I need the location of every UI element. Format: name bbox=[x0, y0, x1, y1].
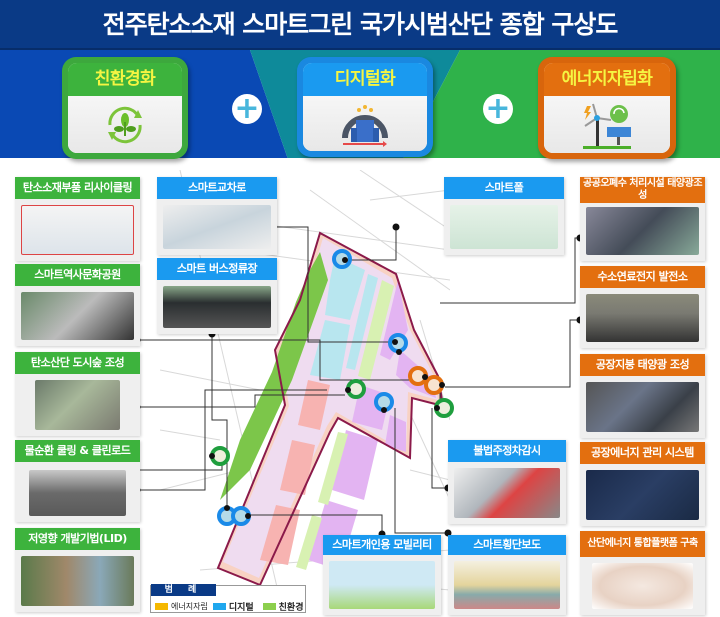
smart-pole-image bbox=[450, 205, 558, 249]
card-carbon-recycling[interactable]: 탄소소재부품 리사이클링 bbox=[15, 177, 140, 261]
card-wastewater-solar[interactable]: 공공오폐수 처리시설 태양광조성 bbox=[580, 177, 705, 261]
wind-solar-icon bbox=[544, 96, 670, 153]
plus-icon: + bbox=[232, 94, 262, 124]
card-factory-ems[interactable]: 공장에너지 관리 시스템 bbox=[580, 442, 705, 526]
roof-solar-photo bbox=[586, 382, 699, 432]
ems-dashboard-image bbox=[586, 470, 699, 520]
card-illegal-parking[interactable]: 불법주정차감시 bbox=[448, 440, 566, 524]
park-photo bbox=[21, 292, 134, 340]
card-factory-roof-solar[interactable]: 공장지붕 태양광 조성 bbox=[580, 354, 705, 438]
pillar-digital-label: 디지털화 bbox=[303, 63, 427, 96]
card-water-cooling-road[interactable]: 물순환 쿨링 & 클린로드 bbox=[15, 440, 140, 522]
legend: 범 례 에너지자립 디지털 친환경 bbox=[150, 584, 306, 613]
diagram-image bbox=[21, 205, 134, 255]
pillar-energy: 에너지자립화 bbox=[538, 57, 676, 159]
card-smart-history-park[interactable]: 스마트역사문화공원 bbox=[15, 264, 140, 346]
legend-title: 범 례 bbox=[151, 584, 216, 596]
card-hydrogen-fuel-cell[interactable]: 수소연료전지 발전소 bbox=[580, 266, 705, 348]
fuel-cell-photo bbox=[586, 294, 699, 342]
card-energy-platform[interactable]: 산단에너지 통합플랫폼 구축 bbox=[580, 531, 705, 615]
pillar-digital: 디지털화 bbox=[297, 57, 433, 157]
legend-label-digital: 디지털 bbox=[228, 603, 254, 613]
card-lid[interactable]: 저영향 개발기법(LID) bbox=[15, 528, 140, 612]
legend-label-energy: 에너지자립 bbox=[171, 602, 208, 611]
legend-swatch-digital bbox=[212, 603, 226, 610]
pillar-eco: 친환경화 bbox=[62, 57, 188, 159]
card-smart-bus-stop[interactable]: 스마트 버스정류장 bbox=[157, 258, 277, 334]
card-smart-mobility[interactable]: 스마트개인용 모빌리티 bbox=[323, 535, 441, 615]
card-smart-crosswalk[interactable]: 스마트횡단보도 bbox=[448, 535, 566, 615]
gear-building-icon bbox=[303, 96, 427, 151]
platform-diagram bbox=[592, 563, 693, 609]
pillar-energy-label: 에너지자립화 bbox=[544, 63, 670, 96]
legend-swatch-energy bbox=[155, 603, 168, 610]
solar-plant-photo bbox=[586, 207, 699, 255]
parking-image bbox=[454, 468, 560, 518]
mobility-image bbox=[329, 561, 435, 609]
crosswalk-image bbox=[454, 561, 560, 609]
card-smart-pole[interactable]: 스마트폴 bbox=[444, 177, 564, 255]
lid-photos bbox=[21, 556, 134, 606]
digital-marker bbox=[332, 249, 352, 269]
aerial-photo bbox=[35, 380, 120, 430]
sprout-recycle-icon bbox=[68, 96, 182, 153]
bus-stop-photo bbox=[163, 286, 271, 328]
legend-label-eco: 친환경 bbox=[278, 603, 304, 613]
road-photo bbox=[29, 470, 126, 516]
intersection-image bbox=[163, 205, 271, 249]
card-smart-intersection[interactable]: 스마트교차로 bbox=[157, 177, 277, 255]
card-urban-forest[interactable]: 탄소산단 도시숲 조성 bbox=[15, 352, 140, 436]
plus-icon: + bbox=[483, 94, 513, 124]
pillar-eco-label: 친환경화 bbox=[68, 63, 182, 96]
legend-swatch-eco bbox=[262, 603, 276, 610]
page-title: 전주탄소소재 스마트그린 국가시범산단 종합 구상도 bbox=[0, 0, 720, 50]
